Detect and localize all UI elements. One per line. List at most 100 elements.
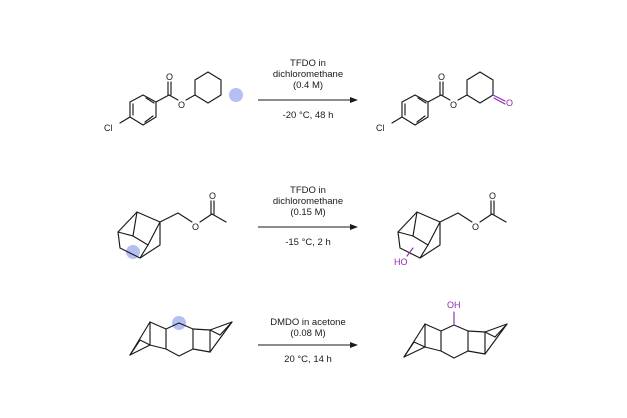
new-hydroxyl-label: OH xyxy=(447,300,461,310)
cage-bridge-bond xyxy=(412,235,429,246)
cage-bridge-bond xyxy=(397,231,414,237)
aromatic-double-bond xyxy=(416,115,426,123)
o-cyclohexyl-bond xyxy=(457,94,468,101)
new-ketone-double-bond xyxy=(493,97,506,105)
cage-bond xyxy=(192,348,211,353)
carbonyl-oxygen-label: O xyxy=(489,191,496,201)
ester-oxygen-label: O xyxy=(450,100,457,110)
aromatic-double-bond xyxy=(145,97,155,104)
reaction-1-product: Cl O O O xyxy=(376,71,513,133)
o-cyclohexyl-bond xyxy=(185,94,196,101)
o-acyl-bond xyxy=(199,213,213,223)
benzene-ring xyxy=(401,94,429,126)
condition-line: -15 °C, 2 h xyxy=(285,237,331,248)
cage-bridge-bond xyxy=(132,211,138,237)
cage-bond xyxy=(467,350,486,355)
ch2-bond xyxy=(439,212,459,223)
condition-line: dichloromethane xyxy=(273,69,343,80)
new-hydroxyl-label: HO xyxy=(394,257,408,267)
reaction-2-starting-material: O O xyxy=(117,191,227,259)
chlorine-atom-label: Cl xyxy=(376,123,385,133)
cage-bond xyxy=(139,339,151,346)
cage-bond xyxy=(494,323,508,338)
new-ketone-double-bond xyxy=(492,94,506,102)
acetyl-methyl-bond xyxy=(211,213,227,223)
cyclohexanone-ring xyxy=(466,71,494,104)
condition-line: (0.15 M) xyxy=(290,207,325,218)
oxidation-site-highlight xyxy=(229,88,243,102)
cage-bond xyxy=(403,341,415,358)
ester-c-o-bond xyxy=(440,94,451,101)
cage-bridge-bond xyxy=(147,221,161,246)
cage-bond xyxy=(467,330,486,333)
cage-bridge-bond xyxy=(139,244,149,259)
reaction-3: DMDO in acetone (0.08 M) 20 °C, 14 h OH xyxy=(129,300,508,365)
oxidation-site-highlight xyxy=(126,245,140,259)
condition-line: DMDO in acetone xyxy=(270,317,346,328)
cyclohexane-ring xyxy=(194,71,222,104)
ch2-bond xyxy=(159,212,179,223)
reaction-2: O O TFDO in dichloromethane (0.15 M) -15… xyxy=(117,185,507,267)
condition-line: (0.4 M) xyxy=(293,80,323,91)
reaction-1-arrow: TFDO in dichloromethane (0.4 M) -20 °C, … xyxy=(258,58,358,121)
reaction-3-product: OH xyxy=(403,300,508,359)
c-cl-bond xyxy=(119,116,131,124)
cage-bond xyxy=(219,321,233,336)
ch2-o-bond xyxy=(177,212,193,223)
reaction-2-arrow: TFDO in dichloromethane (0.15 M) -15 °C,… xyxy=(258,185,358,248)
condition-line: dichloromethane xyxy=(273,196,343,207)
condition-line: (0.08 M) xyxy=(290,328,325,339)
new-c-oh-bond xyxy=(406,247,414,257)
cage-bridge-bond xyxy=(419,244,429,259)
ester-c-o-bond xyxy=(168,94,179,101)
cage-bond xyxy=(484,323,508,333)
cage-bond xyxy=(413,341,426,348)
cage-bridge-bond xyxy=(117,231,134,237)
carbonyl-oxygen-label: O xyxy=(438,72,445,82)
acetyl-methyl-bond xyxy=(491,213,507,223)
cage-bond xyxy=(209,329,221,336)
cage-bond xyxy=(484,323,508,355)
condition-line: 20 °C, 14 h xyxy=(284,354,332,365)
aromatic-double-bond xyxy=(417,97,427,104)
cage-bridge-bond xyxy=(412,211,418,237)
cage-bond xyxy=(424,323,442,332)
arrowhead xyxy=(350,342,358,348)
cage-bond xyxy=(484,331,496,338)
o-acyl-bond xyxy=(479,213,493,223)
c-cl-bond xyxy=(391,116,403,124)
aryl-carbonyl-bond xyxy=(427,94,442,103)
ester-oxygen-label: O xyxy=(192,222,199,232)
cage-bond xyxy=(192,328,211,331)
condition-line: -20 °C, 48 h xyxy=(283,110,334,121)
cage-bond xyxy=(149,344,167,350)
aromatic-double-bond xyxy=(144,115,154,123)
new-ketone-oxygen-label: O xyxy=(506,98,513,108)
condition-line: TFDO in xyxy=(290,58,326,69)
ch2-o-bond xyxy=(457,212,473,223)
cage-bond xyxy=(129,339,141,356)
cage-bond xyxy=(129,344,151,356)
cage-bond xyxy=(149,321,167,330)
cage-bond xyxy=(424,346,442,352)
cage-bridge-bond xyxy=(427,221,441,246)
reaction-3-arrow: DMDO in acetone (0.08 M) 20 °C, 14 h xyxy=(258,317,358,365)
cage-bond xyxy=(209,321,233,331)
reaction-3-starting-material xyxy=(129,316,233,357)
carbonyl-oxygen-label: O xyxy=(209,191,216,201)
carbonyl-oxygen-label: O xyxy=(166,72,173,82)
condition-line: TFDO in xyxy=(290,185,326,196)
ester-oxygen-label: O xyxy=(178,100,185,110)
reaction-1: Cl O O TFDO in dichloromethane (0.4 M) -… xyxy=(104,58,513,133)
arrowhead xyxy=(350,97,358,103)
benzene-ring xyxy=(129,94,157,126)
chlorine-atom-label: Cl xyxy=(104,123,113,133)
ester-oxygen-label: O xyxy=(472,222,479,232)
central-ring xyxy=(440,324,469,359)
reaction-2-product: HO O O xyxy=(394,191,507,267)
arrowhead xyxy=(350,224,358,230)
aryl-carbonyl-bond xyxy=(155,94,170,103)
reaction-1-starting-material: Cl O O xyxy=(104,71,243,133)
cage-bond xyxy=(403,346,426,358)
